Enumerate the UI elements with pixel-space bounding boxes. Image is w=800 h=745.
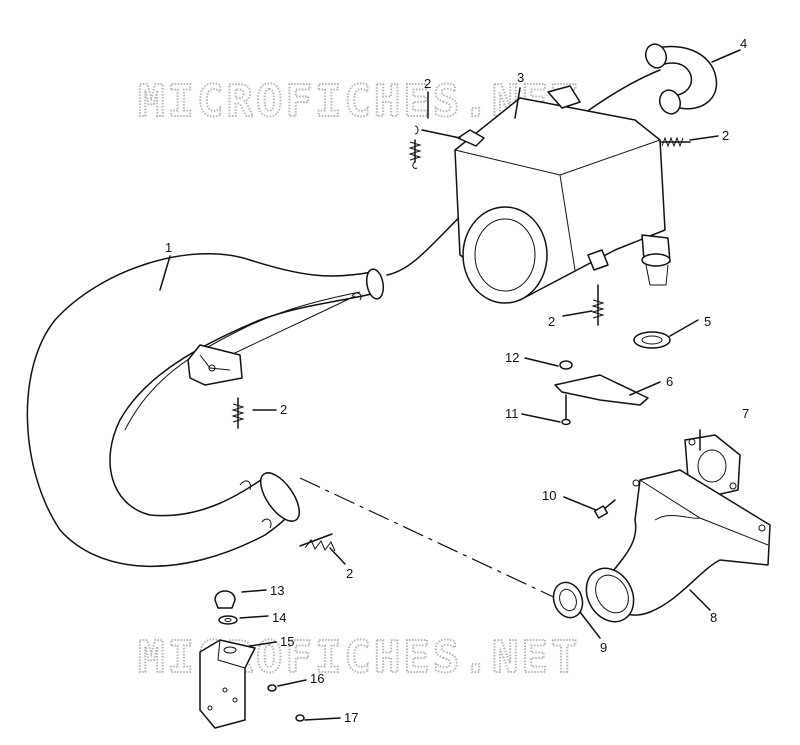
callout-10: 10 — [542, 488, 556, 503]
callout-14: 14 — [272, 610, 286, 625]
bolt — [561, 394, 571, 426]
callout-6: 6 — [666, 374, 673, 389]
callout-1: 1 — [165, 240, 172, 255]
spring-top-right — [659, 136, 691, 148]
expansion-chamber-pipe — [26, 253, 385, 567]
spring-top-left — [408, 125, 422, 169]
bracket-plate — [554, 374, 649, 406]
callout-8: 8 — [710, 610, 717, 625]
mounting-bracket — [199, 639, 256, 729]
rivet — [295, 714, 305, 722]
callout-2-middle: 2 — [548, 314, 555, 329]
spring-pipe-left — [231, 397, 245, 429]
callout-3: 3 — [517, 70, 524, 85]
grommet — [633, 331, 671, 349]
callout-15: 15 — [280, 634, 294, 649]
callout-13: 13 — [270, 583, 284, 598]
elbow-pipe — [644, 43, 718, 115]
callout-7: 7 — [742, 406, 749, 421]
callout-5: 5 — [704, 314, 711, 329]
callout-16: 16 — [310, 671, 324, 686]
y-manifold — [585, 469, 771, 623]
rubber-bumper — [214, 590, 236, 609]
alignment-dashed-line — [299, 477, 561, 601]
callout-2-pipe: 2 — [280, 402, 287, 417]
callout-2-lower: 2 — [346, 566, 353, 581]
stud — [593, 499, 616, 519]
spring-middle — [591, 284, 605, 326]
callout-4: 4 — [740, 36, 747, 51]
seal-ring — [552, 581, 584, 619]
callout-2-right: 2 — [722, 128, 729, 143]
spring-pipe-lower — [299, 533, 336, 552]
nut — [559, 360, 573, 370]
callout-11: 11 — [505, 406, 519, 421]
callout-12: 12 — [505, 350, 519, 365]
washer — [218, 615, 238, 625]
muffler — [454, 85, 671, 304]
callout-9: 9 — [600, 640, 607, 655]
lock-nut — [267, 684, 277, 692]
leader-lines — [159, 49, 741, 721]
callout-17: 17 — [344, 710, 358, 725]
callout-2-top: 2 — [424, 76, 431, 91]
